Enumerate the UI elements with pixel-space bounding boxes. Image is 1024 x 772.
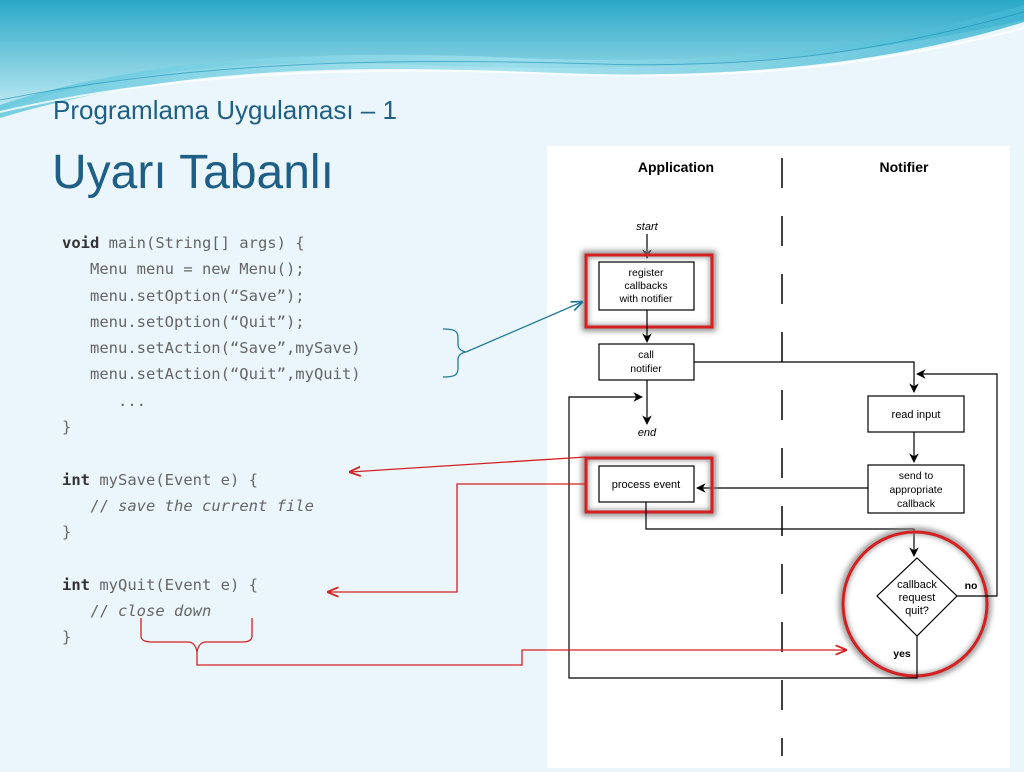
code-text: Menu menu = new Menu(); [62,260,305,279]
send-line-3: callback [897,498,936,510]
call-notifier-box [598,343,695,381]
process-highlight [584,456,714,514]
header-wave-background [0,0,1024,130]
register-line-2: callbacks [624,280,667,292]
column-header-notifier: Notifier [880,159,930,175]
code-text: menu.setAction(“Quit”,myQuit) [62,365,361,384]
code-text: mySave(Event e) { [90,470,258,489]
code-text: } [62,628,72,647]
code-text: ... [62,391,146,410]
code-line: // save the current file [62,493,361,519]
process-event-box [598,465,695,503]
code-line: void main(String[] args) { [62,230,361,256]
read-input-label: read input [892,409,941,421]
register-callbacks-box [598,261,695,311]
end-label: end [638,427,657,439]
yes-label: yes [893,648,911,660]
code-text: } [62,523,72,542]
call-line-1: call [638,349,654,361]
column-header-application: Application [638,159,714,175]
register-line-3: with notifier [618,293,673,305]
slide-subtitle: Programlama Uygulaması – 1 [53,95,397,125]
code-line: int myQuit(Event e) { [62,572,361,598]
arrow-process-decision [645,502,919,557]
code-line: int mySave(Event e) { [62,467,361,493]
decision-line-3: quit? [905,605,929,617]
start-label: start [636,221,658,233]
arrow-no-loop [916,369,998,597]
code-keyword: int [62,575,90,594]
decision-highlight [841,530,989,678]
code-line: // close down [62,598,361,624]
process-event-label: process event [612,479,680,491]
call-line-2: notifier [630,363,662,375]
code-line: menu.setAction(“Quit”,myQuit) [62,361,361,387]
code-text: menu.setAction(“Save”,mySave) [62,339,361,358]
decision-line-1: callback [897,579,937,591]
code-text: // [62,496,118,515]
arrow-yes-end [568,392,918,679]
no-label: no [965,580,978,592]
code-keyword: void [62,234,100,252]
send-callback-box [867,464,965,514]
register-line-1: register [628,267,664,279]
decision-line-2: request [899,592,936,604]
code-line: menu.setOption(“Save”); [62,283,361,309]
arrow-call-read-input [694,361,919,393]
code-text: // [62,602,118,621]
code-line: menu.setOption(“Quit”); [62,309,361,335]
code-keyword: int [62,470,90,489]
code-text: menu.setOption(“Save”); [62,286,305,305]
code-line: Menu menu = new Menu(); [62,256,361,282]
code-text: } [62,418,72,437]
slide-title: Uyarı Tabanlı [52,146,334,199]
code-comment: save the current file [118,496,314,515]
code-text: myQuit(Event e) { [90,575,258,594]
flowchart: Application Notifier start register call… [568,158,998,756]
code-text: main(String[] args) { [99,234,305,252]
read-input-box [867,395,965,433]
code-line: ... [62,388,361,414]
code-line: } [62,519,361,545]
send-line-2: appropriate [889,484,942,496]
code-line: menu.setAction(“Save”,mySave) [62,335,361,361]
code-block: void main(String[] args) { Menu menu = n… [62,230,361,651]
code-text: menu.setOption(“Quit”); [62,312,305,331]
code-line [62,546,361,572]
flowchart-panel: Application Notifier start register call… [547,146,1010,768]
send-line-1: send to [899,470,934,482]
code-line: } [62,414,361,440]
code-comment: close down [118,602,212,621]
set-action-brace [442,328,467,378]
code-line [62,440,361,466]
register-highlight [584,253,714,329]
code-line: } [62,624,361,650]
